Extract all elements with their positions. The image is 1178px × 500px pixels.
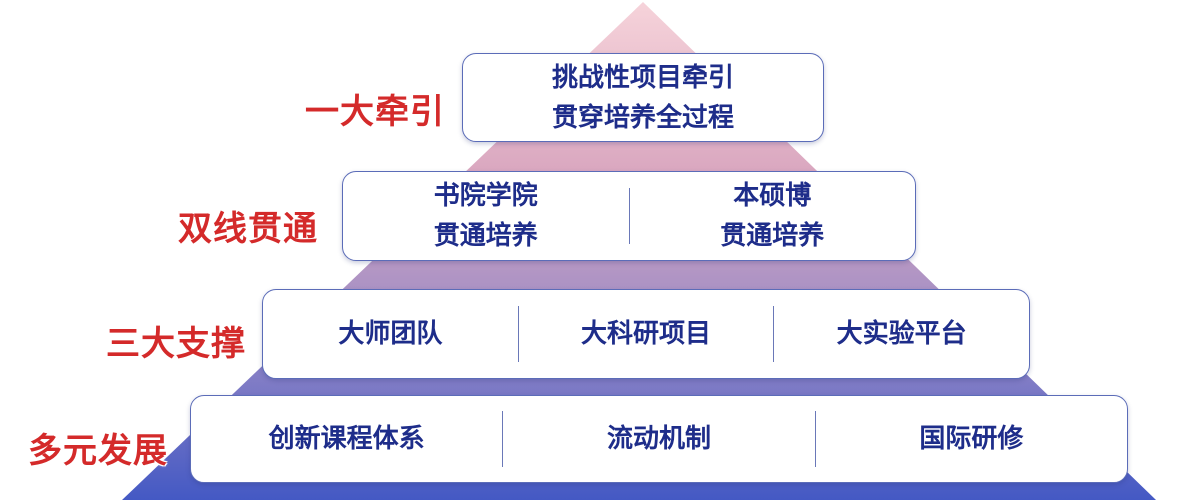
level-4-cell-1: 创新课程体系 xyxy=(191,419,502,459)
level-3-divider-2 xyxy=(773,305,775,363)
level-2-cell-2-line-1: 本硕博 xyxy=(733,181,812,211)
level-3-cell-1-line-1: 大师团队 xyxy=(338,319,443,349)
level-4-cell-2-line-1: 流动机制 xyxy=(606,424,711,454)
level-1-cell-1-line-2: 贯穿培养全过程 xyxy=(551,102,734,133)
level-4-divider-1 xyxy=(502,411,504,467)
level-4-cell-2: 流动机制 xyxy=(503,419,814,459)
level-2-cell-1: 书院学院 贯通培养 xyxy=(343,176,629,256)
level-label-4: 多元发展 xyxy=(28,431,168,471)
level-3-cell-1: 大师团队 xyxy=(263,314,518,354)
level-box-4: 创新课程体系 流动机制 国际研修 xyxy=(190,395,1128,483)
level-4-cell-1-line-1: 创新课程体系 xyxy=(268,424,425,454)
level-3-cell-3: 大实验平台 xyxy=(774,314,1029,354)
level-2-divider-1 xyxy=(628,187,630,245)
level-1-cell-1: 挑战性项目牵引 贯穿培养全过程 xyxy=(463,58,823,138)
level-2-cell-1-line-1: 书院学院 xyxy=(433,181,538,211)
level-3-divider-1 xyxy=(517,305,519,363)
level-2-cell-2: 本硕博 贯通培养 xyxy=(630,176,916,256)
level-label-2: 双线贯通 xyxy=(178,209,318,249)
level-3-cell-3-line-1: 大实验平台 xyxy=(836,319,967,349)
level-4-cell-3-line-1: 国际研修 xyxy=(919,424,1024,454)
level-box-1: 挑战性项目牵引 贯穿培养全过程 xyxy=(462,53,824,142)
level-4-cell-3: 国际研修 xyxy=(816,419,1127,459)
level-1-cell-1-line-1: 挑战性项目牵引 xyxy=(551,62,734,93)
level-2-cell-1-line-2: 贯通培养 xyxy=(433,221,538,251)
level-label-1: 一大牵引 xyxy=(305,92,445,132)
level-3-cell-2-line-1: 大科研项目 xyxy=(581,319,712,349)
level-box-2: 书院学院 贯通培养 本硕博 贯通培养 xyxy=(342,171,916,261)
level-label-3: 三大支撑 xyxy=(106,324,246,364)
level-2-cell-2-line-2: 贯通培养 xyxy=(720,221,825,251)
level-4-divider-2 xyxy=(814,411,816,467)
level-box-3: 大师团队 大科研项目 大实验平台 xyxy=(262,289,1030,379)
level-3-cell-2: 大科研项目 xyxy=(519,314,774,354)
